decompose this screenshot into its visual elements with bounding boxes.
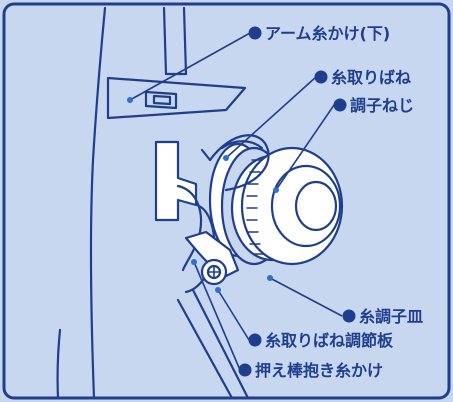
machine-drawing [56, 6, 344, 400]
label-take-up-spring: 糸取りばね [331, 68, 411, 87]
label-arm-guide-lower: アーム糸かけ(下) [265, 24, 390, 43]
leader-adjust-plate [217, 289, 250, 341]
machine-body-inner [56, 328, 62, 400]
leader-arm-guide [129, 32, 251, 101]
arm-guide-lower [106, 76, 247, 120]
leader-adjust-screw [275, 104, 335, 191]
target-adjust-plate [215, 287, 221, 293]
arm-guide-slot [144, 90, 178, 110]
target-tension-dish [267, 275, 273, 281]
label-adjust-screw: 調子ねじ [350, 96, 414, 115]
frame-edge-right-2 [191, 288, 250, 400]
leader-lines [129, 32, 343, 371]
bullet-take-up-spring [314, 70, 328, 84]
target-adjust-screw [273, 187, 279, 193]
label-bullets [238, 26, 356, 377]
bullet-presser-guide [238, 363, 252, 377]
frame-edge-right [176, 298, 234, 400]
bullet-adjust-screw [333, 98, 347, 112]
leader-take-up-spring [225, 76, 317, 159]
leader-tension-dish [269, 277, 343, 317]
label-spring-adjust-plate: 糸取りばね調節板 [265, 331, 394, 350]
label-tension-dish: 糸調子皿 [359, 307, 423, 326]
leader-presser-guide [193, 261, 241, 371]
target-take-up-spring [223, 155, 229, 161]
target-presser-guide [191, 259, 197, 265]
knurling [246, 159, 264, 255]
bullet-arm-guide [248, 26, 262, 40]
bullet-tension-dish [342, 309, 356, 323]
take-up-spring [208, 134, 270, 192]
label-presser-bar-guide: 押え棒抱き糸かけ [255, 361, 383, 380]
bullet-adjust-plate [248, 333, 262, 347]
machine-body-edge [89, 6, 107, 400]
target-arm-guide [127, 97, 133, 103]
adjust-knob-cap [294, 180, 338, 232]
target-dots [127, 97, 279, 293]
